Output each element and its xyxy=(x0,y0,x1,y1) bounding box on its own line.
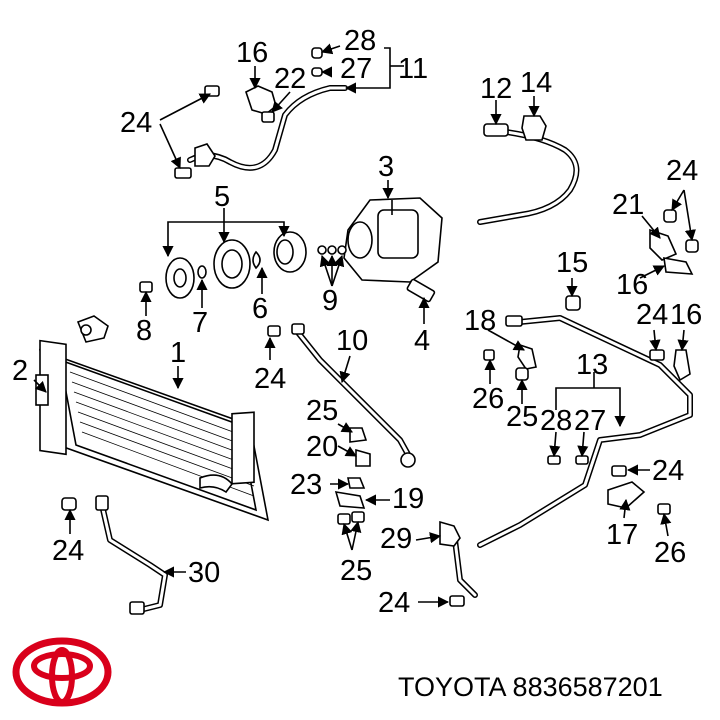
callout: 24 xyxy=(254,363,286,395)
callout: 2 xyxy=(12,355,28,387)
callout: 24 xyxy=(636,299,668,331)
callout: 9 xyxy=(322,285,338,317)
callout: 5 xyxy=(214,181,230,213)
callout: 29 xyxy=(380,523,412,555)
callout: 26 xyxy=(472,383,504,415)
callout: 4 xyxy=(414,325,430,357)
liquid-line-30 xyxy=(95,495,168,615)
callout: 12 xyxy=(480,73,512,105)
callout: 13 xyxy=(576,349,608,381)
callout: 16 xyxy=(616,269,648,301)
callout: 24 xyxy=(52,535,84,567)
callout: 25 xyxy=(506,401,538,433)
callout: 3 xyxy=(378,151,394,183)
suction-hose-11 xyxy=(174,47,348,179)
callout-labels: 28 16 22 27 11 24 12 14 3 5 21 24 15 9 6… xyxy=(12,25,702,619)
callout: 11 xyxy=(398,53,428,85)
callout: 25 xyxy=(306,395,338,427)
callout: 16 xyxy=(670,299,702,331)
callout: 27 xyxy=(340,53,372,85)
callout: 25 xyxy=(340,555,372,587)
part-number: 8836587201 xyxy=(512,672,663,702)
liquid-line-13 xyxy=(439,295,693,607)
callout: 24 xyxy=(652,455,684,487)
hose-10 xyxy=(291,323,416,468)
callout: 26 xyxy=(654,537,686,569)
callout: 21 xyxy=(612,189,644,221)
callout: 23 xyxy=(290,469,322,501)
callout: 7 xyxy=(192,307,208,339)
callout: 14 xyxy=(520,67,552,99)
radiator xyxy=(35,315,270,522)
callout: 20 xyxy=(306,431,338,463)
callout: 6 xyxy=(252,293,268,325)
callout: 24 xyxy=(120,107,152,139)
toyota-logo-icon xyxy=(12,637,112,707)
fittings-cluster xyxy=(334,427,371,525)
callout: 8 xyxy=(136,315,152,347)
callout: 18 xyxy=(464,305,496,337)
callout: 16 xyxy=(236,37,268,69)
brand-name: TOYOTA xyxy=(398,672,506,702)
callout: 24 xyxy=(378,587,410,619)
footer-caption: TOYOTA 8836587201 xyxy=(398,672,663,703)
discharge-hose-12 xyxy=(477,115,580,225)
callout: 27 xyxy=(574,405,606,437)
leader-lines xyxy=(33,43,696,608)
callout: 19 xyxy=(392,483,424,515)
compressor xyxy=(343,197,443,303)
callout: 10 xyxy=(336,325,368,357)
callout: 22 xyxy=(274,63,306,95)
callout: 15 xyxy=(556,247,588,279)
callout: 28 xyxy=(540,405,572,437)
callout: 28 xyxy=(344,25,376,57)
callout: 24 xyxy=(666,155,698,187)
callout: 30 xyxy=(188,557,220,589)
callout: 1 xyxy=(170,337,186,369)
callout: 17 xyxy=(606,519,638,551)
clutch-assembly xyxy=(139,231,347,337)
